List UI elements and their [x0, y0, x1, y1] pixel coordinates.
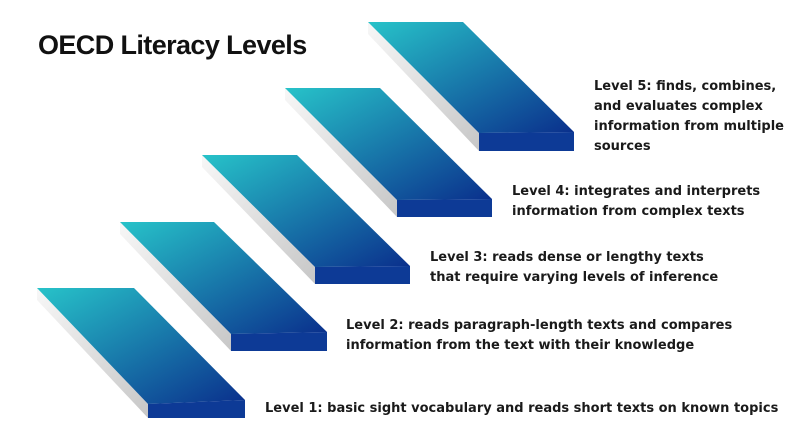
level-5-description: Level 5: finds, combines, and evaluates …	[594, 77, 784, 157]
step-2-front	[231, 332, 327, 351]
step-4-top	[285, 88, 492, 200]
step-1-top	[37, 288, 245, 404]
step-level-4	[285, 88, 492, 217]
step-5-front	[479, 132, 574, 151]
step-5-side	[368, 22, 479, 151]
step-2-top	[120, 222, 327, 334]
step-4-side	[285, 88, 397, 217]
step-5-top	[368, 22, 574, 133]
step-level-5	[368, 22, 574, 151]
level-4-line-2: information from complex texts	[512, 204, 745, 219]
level-1-description: Level 1: basic sight vocabulary and read…	[265, 399, 778, 419]
step-2-side	[120, 222, 231, 351]
level-5-line-4: sources	[594, 139, 651, 154]
step-level-3	[202, 155, 410, 284]
level-4-line-1: Level 4: integrates and interprets	[512, 184, 761, 199]
level-3-description: Level 3: reads dense or lengthy texts th…	[430, 248, 718, 288]
step-level-2	[120, 222, 327, 351]
level-5-line-1: Level 5: finds, combines,	[594, 79, 777, 94]
step-level-1	[37, 288, 245, 418]
level-5-line-2: and evaluates complex	[594, 99, 763, 114]
level-5-line-3: information from multiple	[594, 119, 784, 134]
page-title: OECD Literacy Levels	[38, 30, 307, 60]
step-3-top	[202, 155, 410, 267]
step-3-side	[202, 155, 315, 284]
level-1-line-1: Level 1: basic sight vocabulary and read…	[265, 401, 779, 416]
step-4-front	[397, 199, 492, 217]
level-2-line-1: Level 2: reads paragraph-length texts an…	[346, 318, 733, 333]
step-1-front	[148, 400, 245, 418]
level-3-line-1: Level 3: reads dense or lengthy texts	[430, 250, 704, 265]
step-3-front	[315, 266, 410, 284]
level-3-line-2: that require varying levels of inference	[430, 270, 719, 285]
level-2-description: Level 2: reads paragraph-length texts an…	[346, 316, 732, 356]
level-2-line-2: information from the text with their kno…	[346, 338, 695, 353]
level-4-description: Level 4: integrates and interprets infor…	[512, 182, 760, 222]
step-1-side	[37, 288, 148, 418]
